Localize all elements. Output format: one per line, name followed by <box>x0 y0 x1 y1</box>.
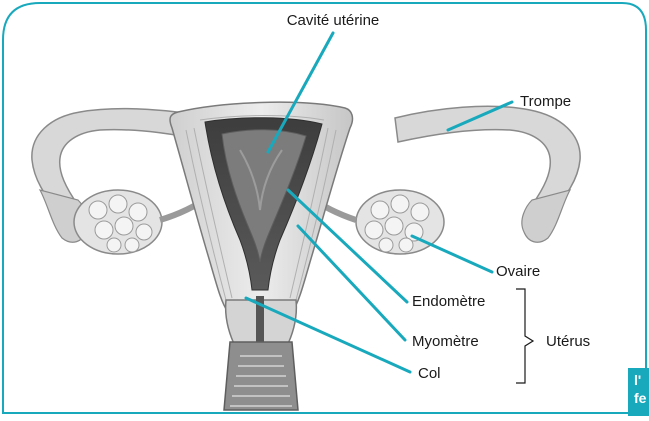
uterus-bracket <box>516 289 533 383</box>
label-myometre: Myomètre <box>412 333 479 350</box>
label-uterus: Utérus <box>546 333 590 350</box>
label-ovaire: Ovaire <box>496 263 540 280</box>
leader-ovaire <box>412 236 492 272</box>
right-fimbriae <box>522 190 570 242</box>
corner-badge-line2: fe <box>634 390 646 406</box>
label-col: Col <box>418 365 441 382</box>
corner-badge: l' fe <box>628 368 649 416</box>
corner-badge-line1: l' <box>634 372 641 388</box>
label-endometre: Endomètre <box>412 293 485 310</box>
label-cavite: Cavité utérine <box>287 12 380 29</box>
label-trompe: Trompe <box>520 93 571 110</box>
